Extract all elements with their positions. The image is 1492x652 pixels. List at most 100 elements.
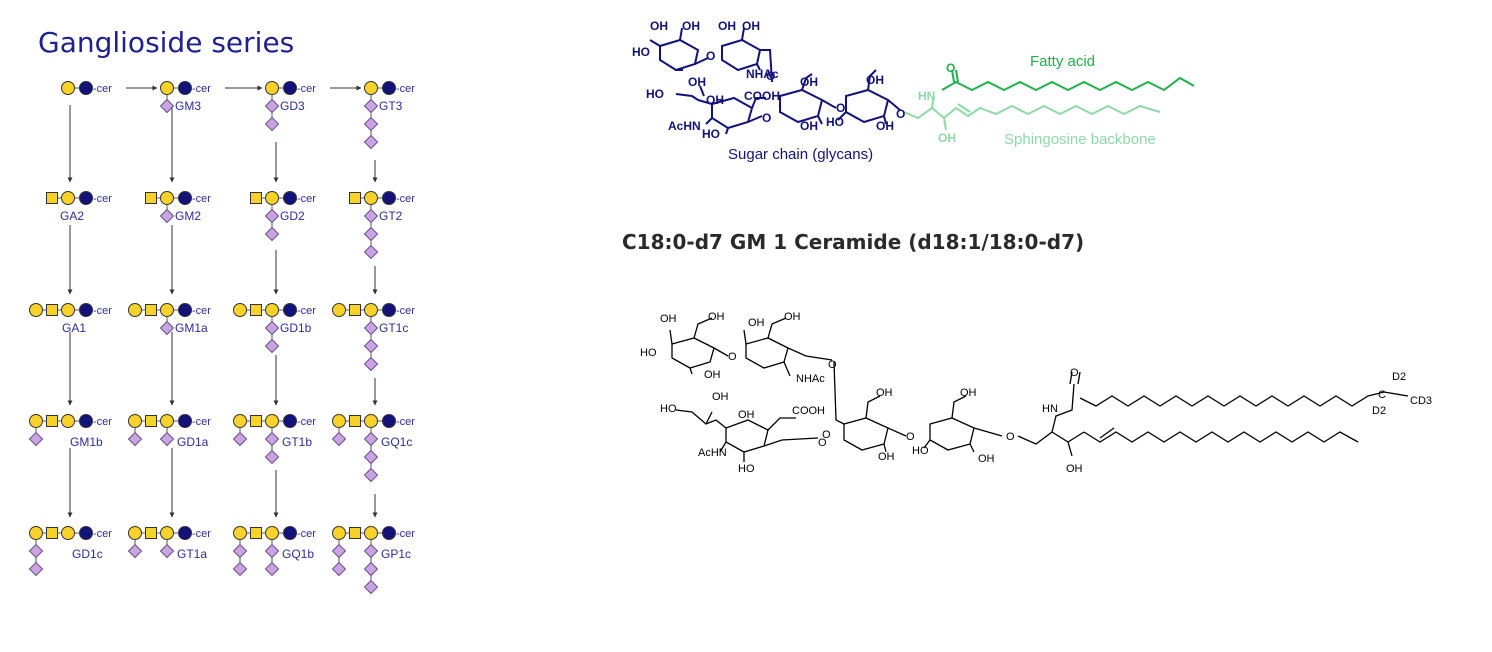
atom-label: HO bbox=[826, 115, 844, 129]
atom-label: OH bbox=[1066, 463, 1083, 475]
sialic-acid-diamond bbox=[264, 338, 280, 354]
atom-label: D2 bbox=[1372, 405, 1386, 417]
galnac-square bbox=[250, 304, 262, 316]
sialic-acid-diamond bbox=[264, 116, 280, 132]
ganglioside-name: GT1a bbox=[177, 547, 207, 561]
gm1-bonds bbox=[669, 317, 1409, 462]
galactose-circle bbox=[160, 191, 174, 205]
ganglioside-name: GT1b bbox=[282, 435, 312, 449]
atom-label: OH bbox=[800, 119, 818, 133]
glucose-circle bbox=[178, 526, 192, 540]
atom-label: O bbox=[906, 431, 915, 443]
ceramide-label: -cer bbox=[396, 83, 415, 95]
series-title: Ganglioside series bbox=[38, 26, 294, 59]
atom-label: HN bbox=[1042, 403, 1058, 415]
ceramide-label: -cer bbox=[396, 528, 415, 540]
atom-label: C bbox=[1378, 389, 1386, 401]
sialic-acid-diamond bbox=[363, 338, 379, 354]
ganglioside-name: GD1b bbox=[280, 321, 312, 335]
ganglioside-series-panel: Ganglioside series -cer-cerGM3-cerGD3-ce… bbox=[28, 26, 415, 595]
sialic-acid-diamond bbox=[127, 543, 143, 559]
atom-label: HO bbox=[640, 347, 657, 359]
glucose-circle bbox=[382, 526, 396, 540]
galactose-circle bbox=[61, 526, 75, 540]
atom-label: NHAc bbox=[796, 373, 825, 385]
ceramide-label: -cer bbox=[93, 528, 112, 540]
atom-label: NHAc bbox=[746, 67, 779, 81]
ganglioside-name: GT2 bbox=[379, 209, 403, 223]
galnac-square bbox=[46, 415, 58, 427]
galactose-circle bbox=[128, 526, 142, 540]
atom-label: O bbox=[828, 359, 837, 371]
galactose-circle bbox=[61, 414, 75, 428]
galactose-circle bbox=[233, 303, 247, 317]
atom-label: AcHN bbox=[668, 119, 701, 133]
galnac-square bbox=[46, 304, 58, 316]
atom-label: OH bbox=[688, 75, 706, 89]
sphingosine-label: Sphingosine backbone bbox=[1004, 131, 1156, 148]
galnac-square bbox=[250, 192, 262, 204]
sialic-acid-diamond bbox=[264, 320, 280, 336]
sialic-acid-diamond bbox=[363, 449, 379, 465]
atom-label: AcHN bbox=[698, 447, 727, 459]
glucose-circle bbox=[79, 191, 93, 205]
galactose-circle bbox=[160, 303, 174, 317]
atom-label: OH bbox=[960, 387, 977, 399]
atom-label: O bbox=[1070, 367, 1079, 379]
sialic-acid-diamond bbox=[363, 134, 379, 150]
ganglioside-name: GA1 bbox=[62, 321, 86, 335]
atom-label: O bbox=[706, 49, 715, 63]
atom-label: O bbox=[818, 437, 827, 449]
sialic-acid-diamond bbox=[264, 449, 280, 465]
galnac-square bbox=[349, 192, 361, 204]
atom-label: OH bbox=[682, 19, 700, 33]
galnac-square bbox=[250, 415, 262, 427]
ganglioside-name: GD1c bbox=[72, 547, 103, 561]
atom-label: HO bbox=[912, 445, 929, 457]
atom-label: HO bbox=[660, 403, 677, 415]
atom-label: OH bbox=[738, 409, 755, 421]
ceramide-label: -cer bbox=[297, 416, 316, 428]
sialic-acid-diamond bbox=[28, 431, 44, 447]
galactose-circle bbox=[233, 526, 247, 540]
ceramide-label: -cer bbox=[93, 416, 112, 428]
sialic-acid-diamond bbox=[28, 543, 44, 559]
atom-label: HO bbox=[702, 127, 720, 141]
compound-heading: C18:0-d7 GM 1 Ceramide (d18:1/18:0-d7) bbox=[622, 230, 1085, 254]
atom-label: D2 bbox=[1392, 371, 1406, 383]
galnac-square bbox=[250, 527, 262, 539]
sialic-acid-diamond bbox=[264, 98, 280, 114]
glucose-circle bbox=[283, 191, 297, 205]
sialic-acid-diamond bbox=[363, 356, 379, 372]
ganglioside-name: GT1c bbox=[379, 321, 408, 335]
fatty-acid-bonds bbox=[941, 69, 1195, 92]
sialic-acid-diamond bbox=[331, 543, 347, 559]
atom-label: OH bbox=[718, 19, 736, 33]
galactose-circle bbox=[265, 191, 279, 205]
gm1-ceramide-structure: OH OH OH OH HO O O NHAc OH HO OH OH COOH… bbox=[640, 311, 1432, 475]
galnac-square bbox=[349, 415, 361, 427]
sugar-chain-label: Sugar chain (glycans) bbox=[728, 146, 873, 163]
galactose-circle bbox=[29, 414, 43, 428]
sialic-acid-diamond bbox=[363, 561, 379, 577]
glucose-circle bbox=[79, 414, 93, 428]
sialic-acid-diamond bbox=[331, 561, 347, 577]
sialic-acid-diamond bbox=[28, 561, 44, 577]
glucose-circle bbox=[382, 303, 396, 317]
glucose-circle bbox=[382, 191, 396, 205]
sialic-acid-diamond bbox=[363, 116, 379, 132]
sialic-acid-diamond bbox=[159, 320, 175, 336]
atom-label: OH bbox=[660, 313, 677, 325]
atom-label: OH bbox=[784, 311, 801, 323]
glucose-circle bbox=[283, 414, 297, 428]
ganglioside-name: GA2 bbox=[60, 209, 84, 223]
atom-label: OH bbox=[742, 19, 760, 33]
atom-label: OH bbox=[938, 131, 956, 145]
ceramide-label: -cer bbox=[93, 83, 112, 95]
galactose-circle bbox=[364, 81, 378, 95]
galnac-square bbox=[145, 527, 157, 539]
galactose-circle bbox=[265, 526, 279, 540]
glucose-circle bbox=[79, 81, 93, 95]
atom-label: O bbox=[766, 69, 775, 83]
ceramide-label: -cer bbox=[297, 528, 316, 540]
